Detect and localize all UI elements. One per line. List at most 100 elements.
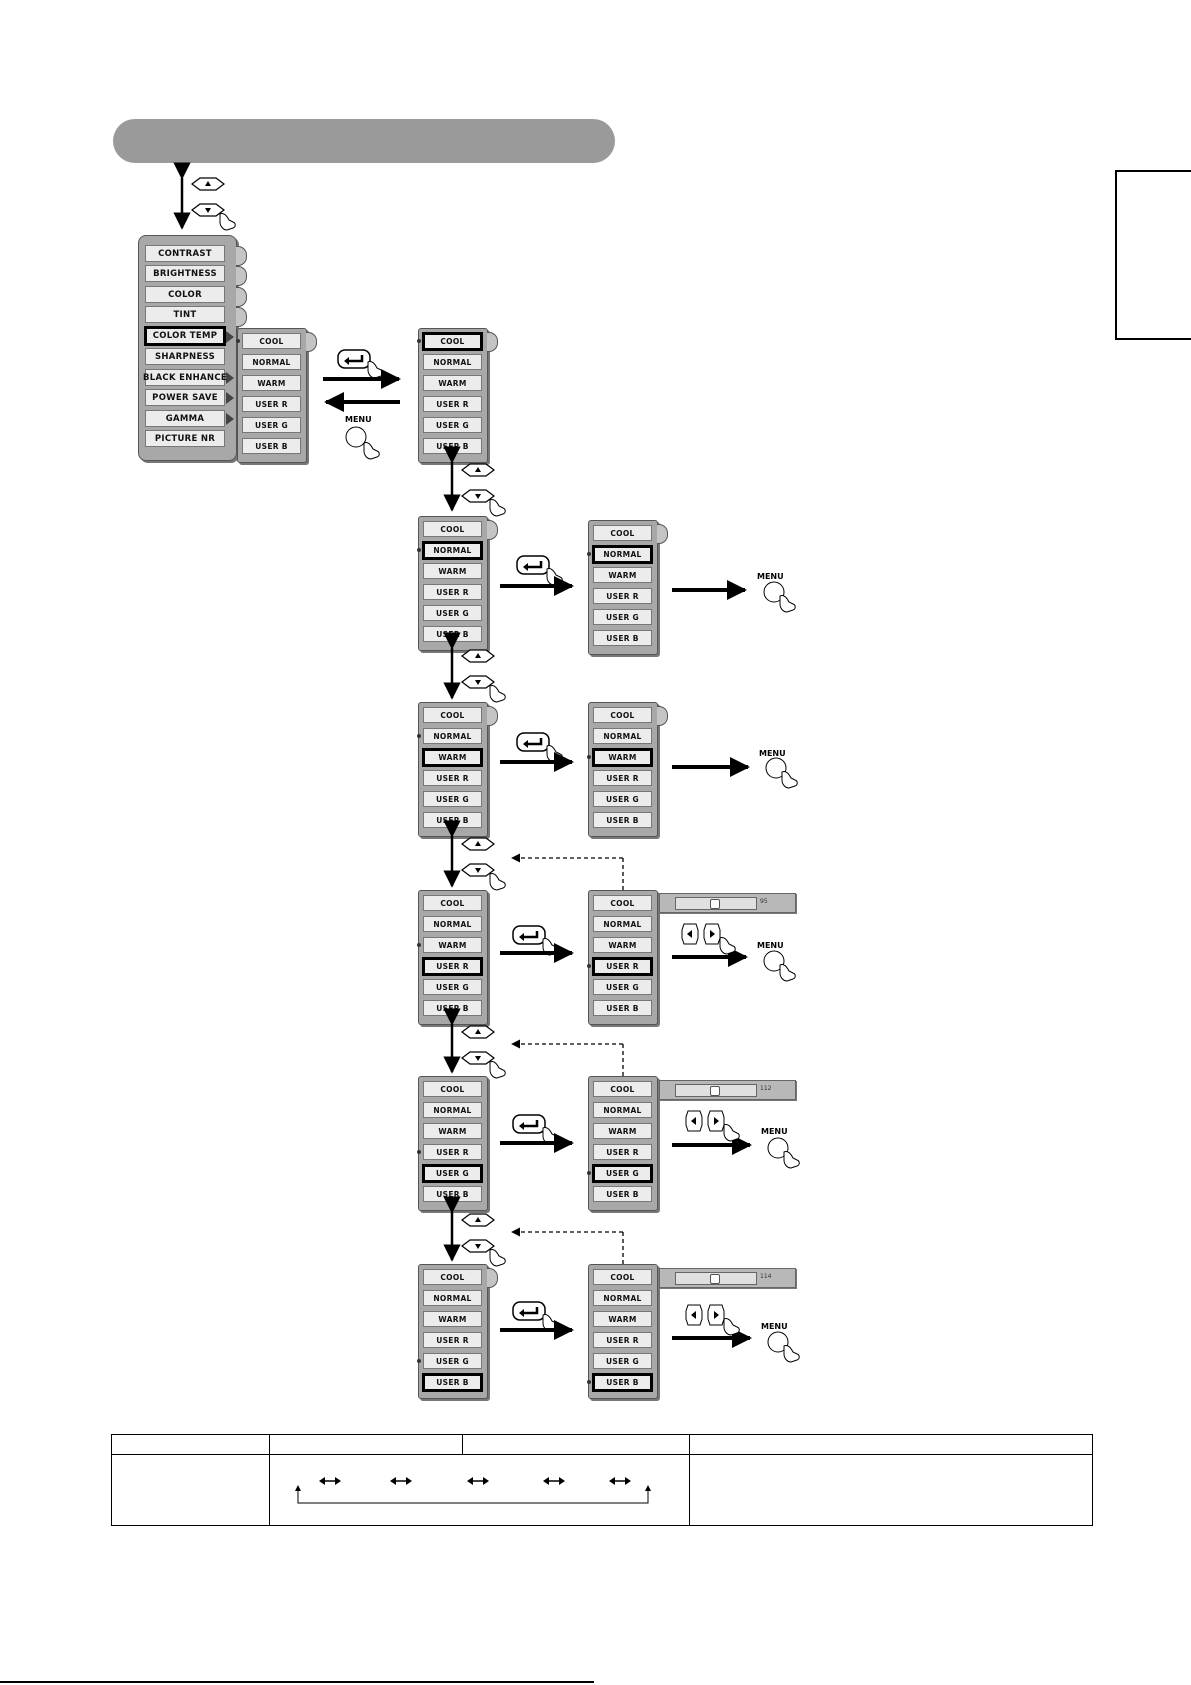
option-normal[interactable]: NORMAL xyxy=(592,545,653,564)
option-user-g[interactable]: USER G xyxy=(423,791,482,807)
down-triangle-button-icon[interactable] xyxy=(461,1051,495,1065)
option-warm[interactable]: WARM xyxy=(593,937,652,953)
option-user-r[interactable]: USER R xyxy=(423,396,482,412)
option-cool[interactable]: COOL xyxy=(423,1269,482,1285)
option-cool[interactable]: COOL xyxy=(593,1269,652,1285)
option-user-b[interactable]: USER B xyxy=(592,1373,653,1392)
option-user-r[interactable]: USER R xyxy=(423,1332,482,1348)
option-user-r[interactable]: USER R xyxy=(592,957,653,976)
option-cool[interactable]: COOL xyxy=(242,333,301,349)
down-triangle-button-icon[interactable] xyxy=(191,203,225,217)
option-warm[interactable]: WARM xyxy=(423,563,482,579)
option-warm[interactable]: WARM xyxy=(423,375,482,391)
menu-item-color-temp[interactable]: COLOR TEMP xyxy=(144,326,226,346)
option-user-g[interactable]: USER G xyxy=(593,979,652,995)
up-triangle-button-icon[interactable] xyxy=(461,463,495,477)
option-user-r[interactable]: USER R xyxy=(593,770,652,786)
option-user-g[interactable]: USER G xyxy=(242,417,301,433)
option-warm[interactable]: WARM xyxy=(423,937,482,953)
down-triangle-button-icon[interactable] xyxy=(461,1239,495,1253)
menu-item-contrast[interactable]: CONTRAST xyxy=(145,245,225,262)
option-normal[interactable]: NORMAL xyxy=(242,354,301,370)
option-user-b[interactable]: USER B xyxy=(593,630,652,646)
down-triangle-button-icon[interactable] xyxy=(461,675,495,689)
option-warm[interactable]: WARM xyxy=(242,375,301,391)
option-user-r[interactable]: USER R xyxy=(593,1144,652,1160)
enter-button-icon[interactable] xyxy=(511,1300,547,1322)
option-user-r[interactable]: USER R xyxy=(422,957,483,976)
enter-button-icon[interactable] xyxy=(511,924,547,946)
option-normal[interactable]: NORMAL xyxy=(423,1102,482,1118)
option-warm[interactable]: WARM xyxy=(422,748,483,767)
option-normal[interactable]: NORMAL xyxy=(423,728,482,744)
option-user-b[interactable]: USER B xyxy=(593,1186,652,1202)
user-b-slider[interactable]: 114 xyxy=(659,1268,796,1288)
option-cool[interactable]: COOL xyxy=(593,1081,652,1097)
option-warm[interactable]: WARM xyxy=(593,1311,652,1327)
option-user-b[interactable]: USER B xyxy=(242,438,301,454)
option-user-g[interactable]: USER G xyxy=(593,791,652,807)
option-cool[interactable]: COOL xyxy=(593,895,652,911)
option-user-r[interactable]: USER R xyxy=(242,396,301,412)
option-normal[interactable]: NORMAL xyxy=(593,1290,652,1306)
slider-knob[interactable] xyxy=(710,899,720,909)
option-user-r[interactable]: USER R xyxy=(423,770,482,786)
enter-button-icon[interactable] xyxy=(511,1113,547,1135)
option-cool[interactable]: COOL xyxy=(423,521,482,537)
option-user-b[interactable]: USER B xyxy=(423,1000,482,1016)
menu-item-picture-nr[interactable]: PICTURE NR xyxy=(145,430,225,447)
up-triangle-button-icon[interactable] xyxy=(461,649,495,663)
slider-knob[interactable] xyxy=(710,1086,720,1096)
option-normal[interactable]: NORMAL xyxy=(423,354,482,370)
menu-item-black-enhance[interactable]: BLACK ENHANCE xyxy=(143,369,227,386)
option-user-g[interactable]: USER G xyxy=(593,1353,652,1369)
option-warm[interactable]: WARM xyxy=(592,748,653,767)
option-user-r[interactable]: USER R xyxy=(423,1144,482,1160)
down-triangle-button-icon[interactable] xyxy=(461,489,495,503)
option-user-b[interactable]: USER B xyxy=(593,812,652,828)
option-user-g[interactable]: USER G xyxy=(592,1164,653,1183)
option-cool[interactable]: COOL xyxy=(423,1081,482,1097)
option-user-g[interactable]: USER G xyxy=(422,1164,483,1183)
up-triangle-button-icon[interactable] xyxy=(461,1213,495,1227)
option-user-b[interactable]: USER B xyxy=(593,1000,652,1016)
option-warm[interactable]: WARM xyxy=(423,1123,482,1139)
option-user-g[interactable]: USER G xyxy=(423,1353,482,1369)
menu-button-icon[interactable] xyxy=(345,426,367,448)
option-user-r[interactable]: USER R xyxy=(593,1332,652,1348)
up-triangle-button-icon[interactable] xyxy=(191,177,225,191)
option-user-g[interactable]: USER G xyxy=(593,609,652,625)
menu-item-power-save[interactable]: POWER SAVE xyxy=(145,389,225,406)
menu-item-brightness[interactable]: BRIGHTNESS xyxy=(145,265,225,282)
enter-button-icon[interactable] xyxy=(336,348,372,370)
option-warm[interactable]: WARM xyxy=(423,1311,482,1327)
option-warm[interactable]: WARM xyxy=(593,567,652,583)
down-triangle-button-icon[interactable] xyxy=(461,863,495,877)
option-cool[interactable]: COOL xyxy=(423,707,482,723)
option-user-g[interactable]: USER G xyxy=(423,979,482,995)
option-user-g[interactable]: USER G xyxy=(423,605,482,621)
option-normal[interactable]: NORMAL xyxy=(422,541,483,560)
menu-item-color[interactable]: COLOR xyxy=(145,286,225,303)
option-user-r[interactable]: USER R xyxy=(593,588,652,604)
user-g-slider[interactable]: 112 xyxy=(659,1080,796,1100)
option-normal[interactable]: NORMAL xyxy=(423,916,482,932)
up-triangle-button-icon[interactable] xyxy=(461,1025,495,1039)
enter-button-icon[interactable] xyxy=(515,731,551,753)
menu-item-tint[interactable]: TINT xyxy=(145,306,225,323)
up-triangle-button-icon[interactable] xyxy=(461,837,495,851)
option-warm[interactable]: WARM xyxy=(593,1123,652,1139)
option-cool[interactable]: COOL xyxy=(422,332,483,351)
option-normal[interactable]: NORMAL xyxy=(593,916,652,932)
option-cool[interactable]: COOL xyxy=(593,707,652,723)
enter-button-icon[interactable] xyxy=(515,554,551,576)
option-user-r[interactable]: USER R xyxy=(423,584,482,600)
option-user-b[interactable]: USER B xyxy=(422,1373,483,1392)
slider-knob[interactable] xyxy=(710,1274,720,1284)
option-normal[interactable]: NORMAL xyxy=(423,1290,482,1306)
menu-item-gamma[interactable]: GAMMA xyxy=(145,410,225,427)
option-normal[interactable]: NORMAL xyxy=(593,728,652,744)
menu-item-sharpness[interactable]: SHARPNESS xyxy=(145,348,225,365)
user-r-slider[interactable]: 95 xyxy=(659,893,796,913)
option-cool[interactable]: COOL xyxy=(593,525,652,541)
